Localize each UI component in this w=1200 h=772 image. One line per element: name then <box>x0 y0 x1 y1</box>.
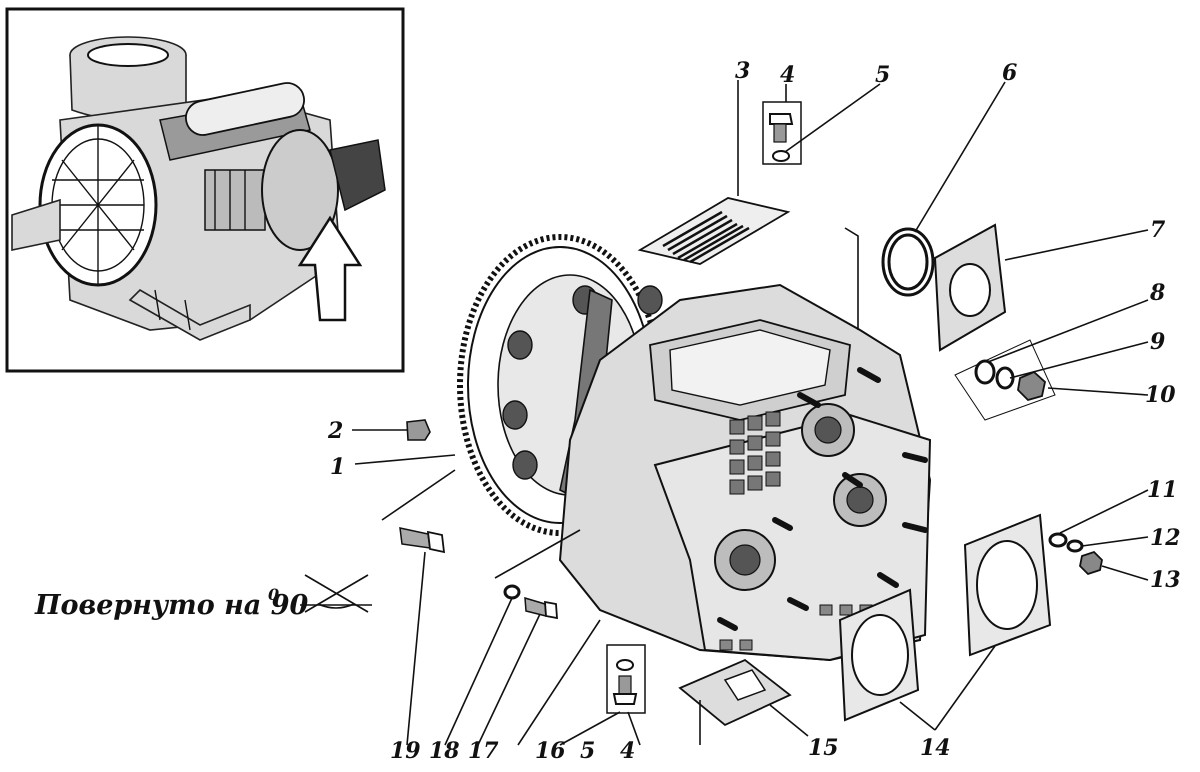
rotation-caption-degree: 0 <box>268 585 279 604</box>
part-15-cover <box>678 658 792 727</box>
callout-1: 1 <box>330 454 345 480</box>
callout-2: 2 <box>327 418 343 444</box>
part-4-5-bottom-washer-bolt <box>606 644 646 714</box>
callout-7: 7 <box>1150 217 1166 243</box>
callout-13: 13 <box>1150 567 1181 593</box>
part-17-18-bolt-washer <box>503 584 558 620</box>
part-11-12-13-washers-nut <box>1048 532 1103 576</box>
rotation-symbol <box>300 574 372 613</box>
gearbox-assembly <box>457 234 932 662</box>
callout-labels: 3 4 5 6 7 8 9 10 11 12 13 14 15 16 17 18… <box>327 58 1181 764</box>
part-19-bolt <box>399 527 446 554</box>
part-6-seal-ring <box>881 227 935 297</box>
part-2-nut <box>406 419 431 441</box>
callout-4-top: 4 <box>780 62 795 88</box>
rotation-caption: Повернуто на 90 0 <box>34 574 372 621</box>
callout-8: 8 <box>1149 280 1165 306</box>
callout-3: 3 <box>735 58 750 84</box>
callout-11: 11 <box>1147 477 1178 503</box>
callout-10: 10 <box>1145 382 1176 408</box>
callout-4-bottom: 4 <box>620 738 635 764</box>
callout-18: 18 <box>429 738 460 764</box>
callout-16: 16 <box>535 738 566 764</box>
callout-6: 6 <box>1002 60 1017 86</box>
callout-14: 14 <box>920 735 951 761</box>
callout-15: 15 <box>808 735 839 761</box>
callout-9: 9 <box>1150 329 1165 355</box>
part-4-5-top-bolt-washer <box>762 101 802 165</box>
rotation-caption-text: Повернуто на 90 <box>34 590 308 621</box>
callout-5-bottom: 5 <box>580 738 595 764</box>
part-3-vent-cover <box>637 197 791 265</box>
callout-19: 19 <box>390 738 421 764</box>
engine-inset <box>5 7 405 373</box>
part-7-gasket <box>933 223 1007 352</box>
callout-5-top: 5 <box>875 62 890 88</box>
part-8-9-10-washers-nut <box>954 339 1056 421</box>
callout-17: 17 <box>468 738 499 764</box>
leader-lines <box>352 80 1149 746</box>
part-14-gaskets <box>838 513 1052 722</box>
callout-12: 12 <box>1150 525 1181 551</box>
